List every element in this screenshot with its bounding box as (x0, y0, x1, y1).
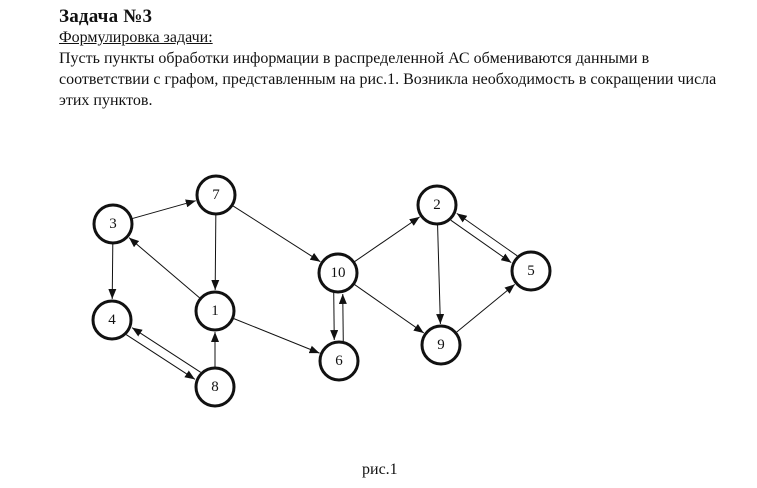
edge-10-to-6 (330, 293, 339, 341)
edge-5-to-2 (456, 212, 518, 257)
edge-8-to-4 (131, 327, 201, 373)
node-circle (194, 290, 236, 332)
edge-9-to-5 (456, 283, 516, 333)
graph-node-7: 7 (195, 174, 237, 216)
node-label: 8 (211, 379, 219, 395)
node-label: 10 (331, 265, 346, 281)
node-label: 6 (335, 353, 343, 369)
problem-statement: Пусть пункты обработки информации в расп… (59, 50, 717, 109)
graph-node-6: 6 (318, 340, 360, 382)
graph-node-4: 4 (91, 299, 133, 341)
graph-node-1: 1 (194, 290, 236, 332)
edge-10-to-9 (354, 284, 425, 334)
task-subtitle: Формулировка задачи: (59, 29, 213, 46)
graph-nodes: 1 2 3 4 5 6 7 8 9 10 (91, 174, 552, 408)
node-label: 5 (527, 263, 535, 279)
node-label: 9 (437, 337, 445, 353)
graph-node-2: 2 (416, 184, 458, 226)
edge-3-to-4 (108, 243, 117, 300)
graph-node-5: 5 (510, 250, 552, 292)
node-label: 2 (433, 197, 441, 213)
edge-4-to-8 (126, 334, 196, 380)
node-label: 4 (108, 312, 116, 328)
graph-node-9: 9 (420, 324, 462, 366)
node-circle (317, 252, 359, 294)
edge-2-to-5 (450, 219, 512, 264)
graph-edges (108, 199, 518, 380)
node-label: 3 (109, 216, 117, 232)
node-label: 7 (212, 187, 220, 203)
edge-1-to-3 (128, 237, 201, 299)
node-circle (195, 174, 237, 216)
node-circle (92, 203, 134, 245)
node-label: 1 (211, 303, 219, 319)
edge-10-to-2 (354, 216, 420, 263)
node-circle (416, 184, 458, 226)
graph-node-3: 3 (92, 203, 134, 245)
edge-7-to-1 (211, 214, 220, 291)
task-title: Задача №3 (59, 6, 153, 27)
node-circle (194, 366, 236, 408)
edge-2-to-9 (436, 224, 445, 325)
node-circle (91, 299, 133, 341)
edge-3-to-7 (132, 199, 196, 220)
edge-6-to-10 (338, 293, 347, 341)
figure-caption: рис.1 (362, 461, 398, 478)
node-circle (510, 250, 552, 292)
graph-node-8: 8 (194, 366, 236, 408)
edge-1-to-6 (233, 318, 320, 354)
node-circle (420, 324, 462, 366)
edge-7-to-10 (232, 205, 321, 263)
graph-node-10: 10 (317, 252, 359, 294)
node-circle (318, 340, 360, 382)
